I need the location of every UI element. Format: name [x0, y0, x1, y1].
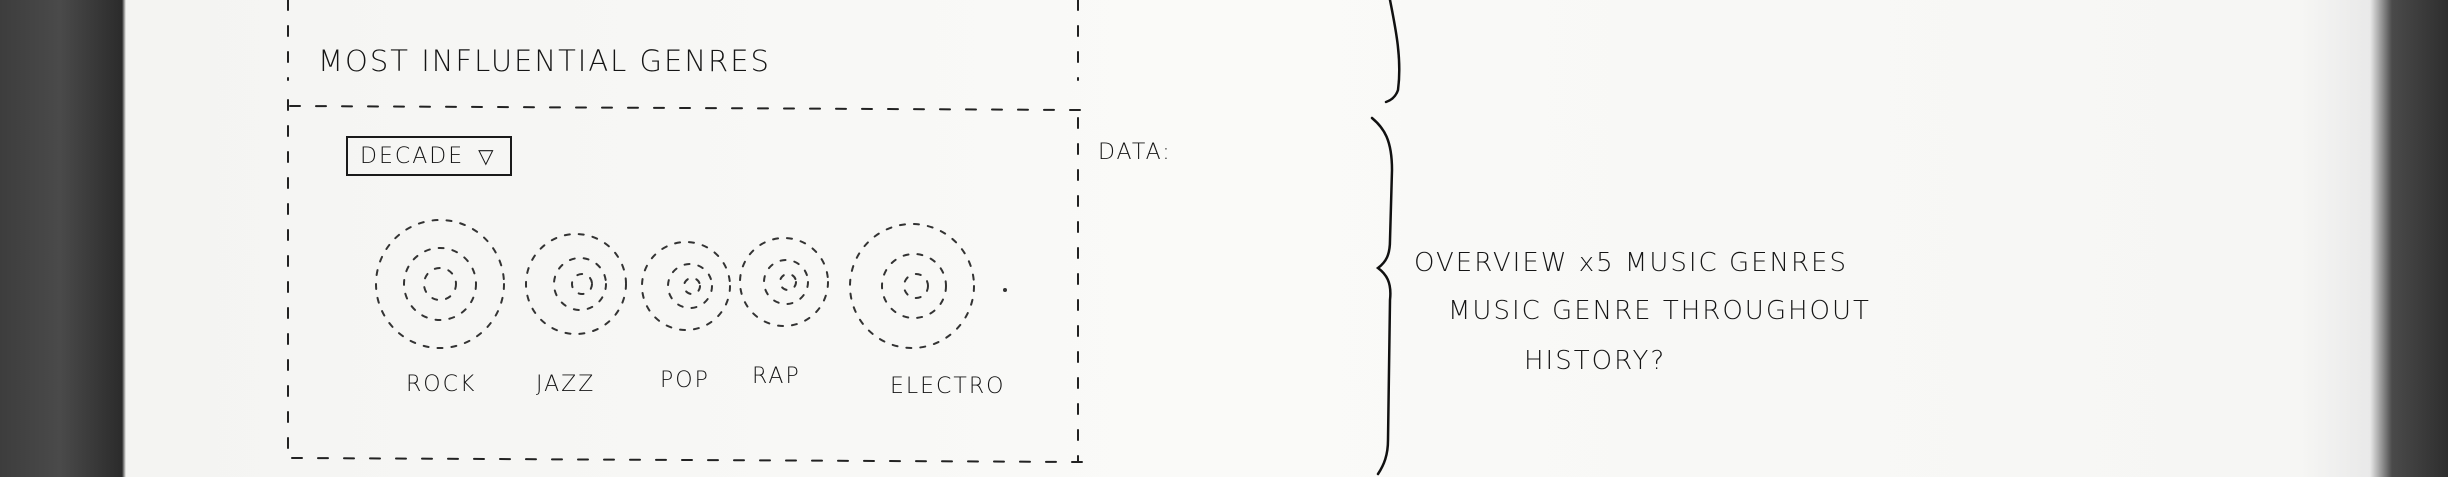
top-brace [1384, 0, 1401, 104]
trailing-dot [1003, 288, 1007, 292]
genre-label-electro: ELECTRO [890, 374, 1006, 399]
dropdown-label: DECADE [360, 143, 465, 169]
bubble-electro[interactable] [849, 223, 975, 349]
genre-label-jazz: JAZZ [536, 372, 596, 397]
decade-dropdown[interactable]: DECADE ▽ [346, 136, 512, 176]
data-label: DATA: [1098, 140, 1172, 165]
paper-sheet: MOST INFLUENTIAL GENRES DECADE ▽ ROC [126, 0, 2386, 477]
panel-divider [289, 105, 1081, 111]
note-line-2: MUSIC GENRE THROUGHOUT [1448, 296, 1871, 326]
bubble-rap[interactable] [739, 237, 829, 327]
data-brace [1370, 116, 1394, 476]
genre-label-pop: POP [660, 368, 710, 393]
bubble-jazz[interactable] [525, 233, 627, 335]
genre-bubbles [375, 219, 1007, 349]
sketch-lines [287, 0, 1401, 476]
note-line-1: OVERVIEW x5 MUSIC GENRES [1414, 248, 1848, 278]
section-title: MOST INFLUENTIAL GENRES [318, 44, 771, 78]
bubble-pop[interactable] [641, 241, 731, 331]
chevron-down-icon: ▽ [478, 144, 496, 168]
note-line-3: HISTORY? [1524, 346, 1667, 376]
genre-label-rap: RAP [752, 364, 801, 389]
bubble-rock[interactable] [375, 219, 505, 349]
panel-bottom-edge [291, 457, 1083, 463]
genre-label-rock: ROCK [406, 372, 477, 397]
